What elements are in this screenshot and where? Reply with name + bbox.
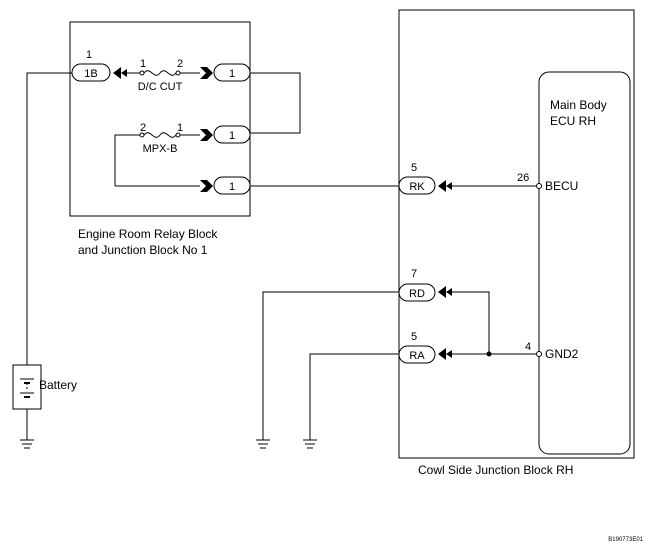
battery-label: Battery [39, 378, 77, 392]
mpx-b-wire-left [114, 134, 140, 186]
gnd2-label: GND2 [545, 347, 579, 361]
splice-point [486, 351, 492, 357]
dc-cut-pin-left: 1 [140, 58, 146, 70]
ecu-title-2: ECU RH [550, 114, 596, 128]
connector-ra-arrow-icon [438, 348, 446, 360]
connector-ra-arrow-tail-icon [446, 350, 452, 358]
connector-1-top-label: 1 [229, 68, 235, 80]
connector-1b-arrow-icon [113, 67, 121, 79]
connector-rk-label: RK [409, 181, 425, 193]
mpx-b-fuse-icon [143, 132, 177, 138]
relay-block-caption-1: Engine Room Relay Block [78, 227, 218, 241]
connector-1b-pin: 1 [86, 49, 92, 61]
cowl-side-junction-block [398, 9, 635, 459]
connector-ra-label: RA [409, 350, 425, 362]
connector-1-top-arrow-icon [200, 67, 213, 79]
connector-rk [398, 176, 436, 195]
connector-rd-label: RD [409, 288, 425, 300]
connector-rk-arrow-tail-icon [446, 182, 452, 190]
mpx-b-terminal-right [175, 132, 181, 138]
mpx-b-fuse-label: MPX-B [143, 143, 178, 155]
main-body-ecu [538, 71, 631, 455]
ecu-title-1: Main Body [550, 98, 607, 112]
connector-rd-arrow-tail-icon [446, 288, 452, 296]
ground-icon-ra [303, 439, 317, 449]
figure-id: B190773E01 [608, 537, 643, 543]
dc-cut-terminal-right [175, 70, 181, 76]
connector-1b [71, 63, 111, 82]
connector-1b-label: 1B [84, 68, 97, 80]
connector-1b-arrow-tail-icon [121, 69, 127, 77]
engine-room-relay-block [69, 21, 251, 217]
relay-block-caption-2: and Junction Block No 1 [78, 243, 208, 257]
dc-cut-pin-right: 2 [177, 58, 183, 70]
connector-1-middle-arrow-icon [200, 129, 213, 141]
cowl-block-caption: Cowl Side Junction Block RH [418, 463, 573, 477]
dc-cut-fuse-icon [143, 70, 177, 76]
dc-cut-fuse-label: D/C CUT [138, 81, 183, 93]
connector-1-middle-label: 1 [229, 130, 235, 142]
dc-cut-terminal-left [139, 70, 145, 76]
gnd2-terminal [536, 351, 542, 357]
connector-ra-pin: 5 [411, 331, 417, 343]
loop-wire [250, 72, 301, 134]
connector-rk-pin: 5 [411, 162, 417, 174]
becu-terminal [536, 183, 542, 189]
mpx-b-pin-left: 2 [140, 122, 146, 134]
mpx-b-terminal-left [139, 132, 145, 138]
connector-rd-arrow-icon [438, 286, 446, 298]
becu-label: BECU [545, 179, 578, 193]
rd-internal-wire [452, 291, 490, 354]
rd-ground-wire [262, 291, 399, 440]
ground-icon-rd [256, 439, 270, 449]
connector-rk-arrow-icon [438, 180, 446, 192]
becu-pin: 26 [517, 172, 529, 184]
connector-1-bottom-label: 1 [229, 181, 235, 193]
connector-1-bottom-arrow-icon [200, 180, 213, 192]
ra-ground-wire [309, 353, 399, 440]
ground-icon-battery [20, 439, 34, 449]
connector-1-middle [213, 125, 251, 144]
connector-rd-pin: 7 [411, 268, 417, 280]
gnd2-pin: 4 [525, 341, 531, 353]
battery-feed-wire [26, 72, 72, 365]
mpx-b-pin-right: 1 [177, 122, 183, 134]
